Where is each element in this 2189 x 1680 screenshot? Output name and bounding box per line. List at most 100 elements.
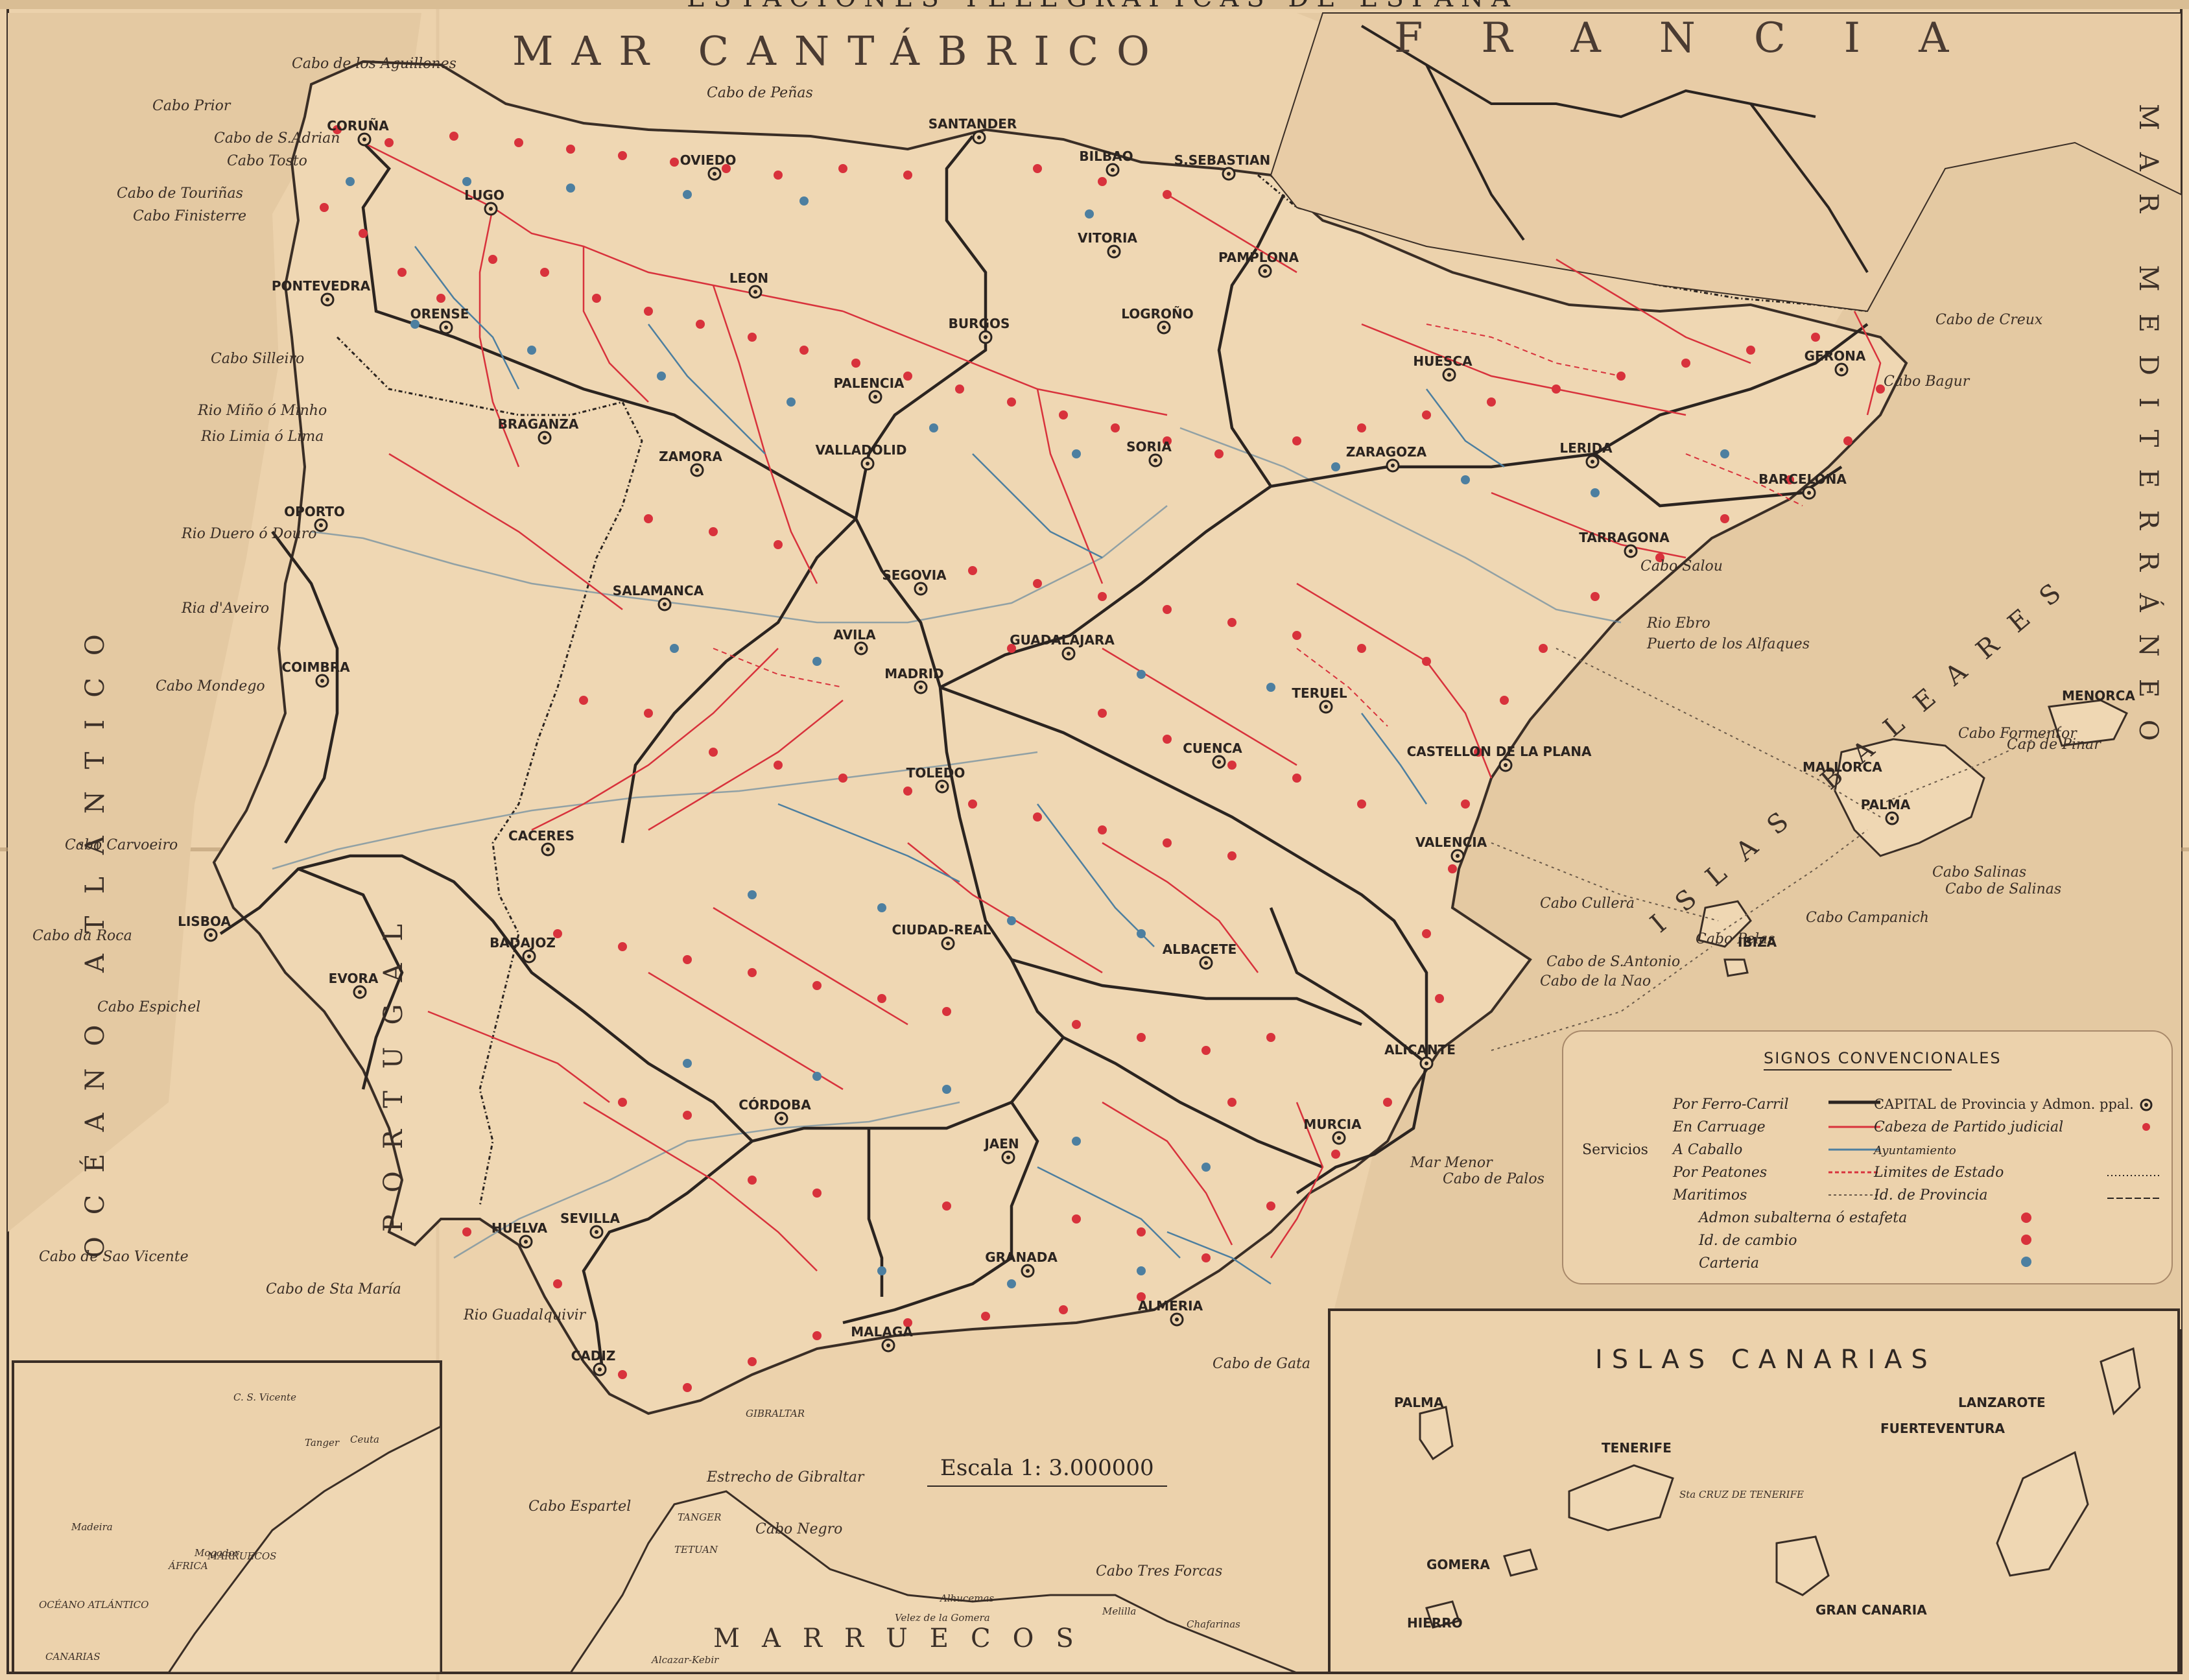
capital-lisboa: LISBOA: [178, 914, 231, 942]
canary-label-tenerife: TENERIFE: [1602, 1440, 1672, 1456]
capital-label: HUELVA: [491, 1220, 548, 1236]
cape-label: Cabo Salinas: [1932, 864, 2026, 881]
capital-coruña: CORUÑA: [327, 118, 389, 147]
capital-malaga: MALAGA: [851, 1324, 913, 1353]
scale-label: Escala 1: 3.000000: [940, 1455, 1154, 1481]
capital-label: VALENCIA: [1415, 834, 1487, 850]
capital-label: COIMBRA: [281, 659, 350, 675]
capital-zamora: ZAMORA: [659, 449, 722, 477]
capital-marker-center: [1591, 460, 1594, 464]
station-dots: [320, 125, 1885, 1392]
legend-row-5-left: Maritimos: [1672, 1187, 1747, 1203]
africa-inset-label: Ceuta: [350, 1434, 379, 1445]
france-region: [1270, 12, 2182, 313]
capital-huesca: HUESCA: [1413, 353, 1473, 382]
morocco-coastline: [569, 1490, 1297, 1674]
africa-inset-label: Tanger: [305, 1437, 340, 1449]
capital-marker-center: [1111, 168, 1115, 172]
legend-row-1-right: CAPITAL de Provincia y Admon. ppal.: [1874, 1096, 2134, 1112]
capital-santander: SANTANDER: [929, 116, 1017, 145]
capital-label: SEGOVIA: [882, 567, 947, 583]
capital-lerida: LERIDA: [1559, 440, 1613, 469]
capital-label: CIUDAD-REAL: [892, 922, 991, 938]
capital-alicante: ALICANTE: [1384, 1042, 1456, 1071]
capital-marker-center: [1504, 763, 1508, 767]
capital-label: JAEN: [983, 1136, 1019, 1152]
capital-tarragona: TARRAGONA: [1579, 530, 1670, 558]
africa-inset-label: OCÉANO ATLÁNTICO: [39, 1599, 148, 1611]
capital-label: CASTELLON DE LA PLANA: [1407, 744, 1592, 759]
capital-marker-center: [1890, 816, 1894, 820]
canary-inset-title: ISLAS CANARIAS: [1595, 1345, 1937, 1375]
capital-label: PALENCIA: [833, 375, 905, 391]
capital-label: TARRAGONA: [1579, 530, 1670, 545]
cape-label: Cabo Carvoeiro: [65, 837, 178, 853]
capital-marker-center: [663, 602, 667, 606]
capital-marker-center: [444, 325, 448, 329]
cape-label: Rio Guadalquivir: [463, 1307, 587, 1323]
capital-s-sebastian: S.SEBASTIAN: [1174, 152, 1270, 181]
capital-oviedo: OVIEDO: [680, 152, 737, 181]
country-title-france: FRANCIA: [1394, 14, 2007, 62]
capital-badajoz: BADAJOZ: [490, 935, 556, 964]
capital-label: CUENCA: [1183, 740, 1242, 756]
capital-marker-center: [1175, 1318, 1179, 1321]
sea-title-mediterraneo: MAR MEDITERRÁNEO: [2133, 104, 2164, 763]
cape-label: Cabo Tres Forcas: [1096, 1563, 1222, 1579]
capital-label: ALMERIA: [1138, 1298, 1203, 1314]
morocco-label: TETUAN: [674, 1544, 718, 1556]
capital-marker-center: [1112, 250, 1116, 254]
capital-marker-center: [527, 954, 531, 958]
capital-label: OVIEDO: [680, 152, 737, 168]
legend-row-5-right: Id. de Provincia: [1873, 1187, 1988, 1203]
capital-madrid: MADRID: [884, 666, 944, 694]
capital-label: VITORIA: [1078, 230, 1137, 246]
maritime-routes: [1491, 648, 2063, 1051]
capital-marker-center: [873, 395, 877, 399]
capital-palencia: PALENCIA: [833, 375, 905, 404]
capital-marker-center: [859, 646, 863, 650]
capital-label: CORUÑA: [327, 118, 389, 134]
capital-marker-center: [489, 207, 493, 211]
capital-córdoba: CÓRDOBA: [739, 1097, 811, 1126]
capital-marker-center: [753, 290, 757, 294]
capital-avila: AVILA: [833, 627, 876, 656]
cape-label: Cabo de Touriñas: [117, 185, 243, 202]
capital-label: ALBACETE: [1163, 941, 1237, 957]
capital-palma: PALMA: [1861, 797, 1911, 825]
capital-marker-center: [940, 785, 944, 788]
capital-label: MURCIA: [1303, 1117, 1362, 1132]
formentera-island: [1723, 958, 1749, 977]
capital-label: HUESCA: [1413, 353, 1473, 369]
canary-label-santa-cruz: Sta CRUZ DE TENERIFE: [1679, 1489, 1804, 1500]
capital-gerona: GERONA: [1804, 348, 1866, 377]
capital-label: SALAMANCA: [613, 583, 704, 598]
capital-marker-center: [524, 1240, 528, 1244]
canary-label-fuerteventura: FUERTEVENTURA: [1880, 1421, 2006, 1436]
capital-label: GRANADA: [985, 1249, 1058, 1265]
cape-label: Cabo Cullera: [1540, 895, 1635, 912]
capital-marker-center: [1067, 652, 1071, 656]
legend-box: SIGNOS CONVENCIONALES Servicios Por Ferr…: [1562, 1030, 2173, 1284]
sea-title-cantabrico: MAR CANTÁBRICO: [512, 27, 1168, 75]
canary-label-gran-canaria: GRAN CANARIA: [1816, 1602, 1927, 1618]
cape-label: Cabo de Sta María: [266, 1281, 401, 1297]
capital-marker-center: [779, 1117, 783, 1120]
capital-label: PONTEVEDRA: [272, 278, 371, 294]
morocco-label: GIBRALTAR: [746, 1408, 805, 1419]
capital-caceres: CACERES: [508, 828, 574, 857]
capital-marker-center: [946, 941, 950, 945]
capital-marker-center: [984, 335, 988, 339]
cape-label: Puerto de los Alfaques: [1646, 636, 1810, 652]
sea-areas: [8, 13, 2181, 1329]
cape-label: Cabo de Sao Vicente: [39, 1249, 189, 1265]
legend-row-3-left: A Caballo: [1672, 1142, 1742, 1158]
island-label-ibiza: IBIZA: [1738, 934, 1777, 950]
capital-ciudad-real: CIUDAD-REAL: [892, 922, 991, 951]
capital-label: CACERES: [508, 828, 574, 844]
capital-label: VALLADOLID: [816, 442, 907, 458]
cape-label: Cabo de Gata: [1213, 1356, 1310, 1372]
scale-bar: Escala 1: 3.000000: [927, 1455, 1167, 1487]
capital-marker-center: [595, 1230, 598, 1234]
